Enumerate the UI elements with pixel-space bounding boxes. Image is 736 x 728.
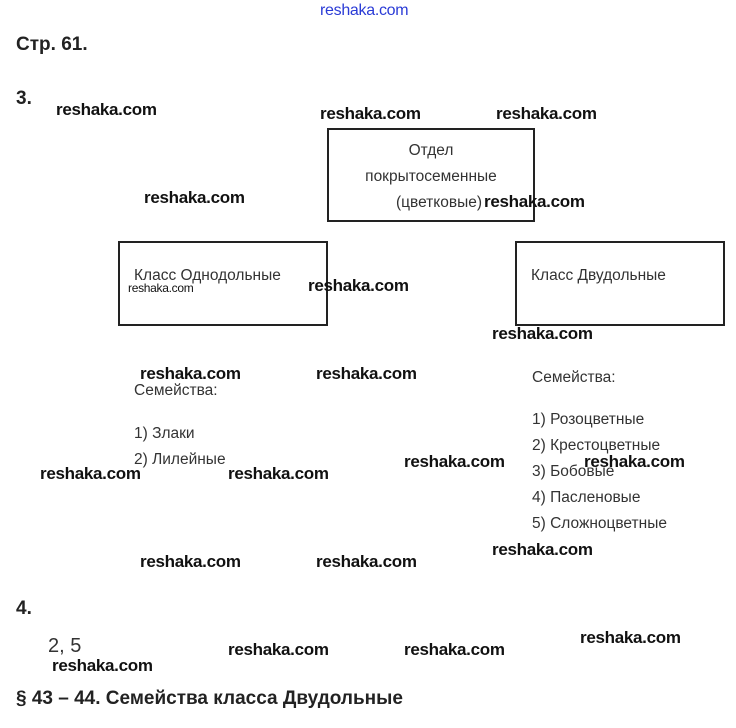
watermark: reshaka.com xyxy=(484,192,585,211)
watermark: reshaka.com xyxy=(308,276,409,295)
dicot-family: 2) Крестоцветные xyxy=(532,437,661,454)
watermark: reshaka.com xyxy=(128,281,194,295)
watermark: reshaka.com xyxy=(404,640,505,659)
watermark: reshaka.com xyxy=(404,452,505,471)
watermark: reshaka.com xyxy=(52,656,153,675)
watermark: reshaka.com xyxy=(140,364,241,383)
watermark: reshaka.com xyxy=(140,552,241,571)
header-watermark[interactable]: reshaka.com xyxy=(320,2,409,19)
watermark: reshaka.com xyxy=(40,464,141,483)
division-line-2: покрытосеменные xyxy=(365,168,497,185)
dicot-family: 1) Розоцветные xyxy=(532,411,645,428)
watermark: reshaka.com xyxy=(492,324,593,343)
monocot-class-box: Класс Однодольные xyxy=(118,241,328,326)
monocot-family: 1) Злаки xyxy=(134,425,195,442)
task-4-answer: 2, 5 xyxy=(48,635,82,657)
watermark: reshaka.com xyxy=(316,364,417,383)
watermark: reshaka.com xyxy=(228,464,329,483)
dicot-family: 3) Бобовые xyxy=(532,463,615,480)
dicot-class-box: Класс Двудольные xyxy=(515,241,725,326)
dicot-family: 5) Сложноцветные xyxy=(532,515,667,532)
watermark: reshaka.com xyxy=(316,552,417,571)
watermark: reshaka.com xyxy=(580,628,681,647)
watermark: reshaka.com xyxy=(492,540,593,559)
watermark: reshaka.com xyxy=(144,188,245,207)
watermark: reshaka.com xyxy=(320,104,421,123)
page-reference: Стр. 61. xyxy=(16,34,88,55)
dicot-family: 4) Пасленовые xyxy=(532,489,641,506)
dicot-families-title: Семейства: xyxy=(532,369,616,386)
monocot-families-list: 1) Злаки 2) Лилейные xyxy=(134,421,226,473)
division-line-3: (цветковые) xyxy=(395,194,483,211)
watermark: reshaka.com xyxy=(56,100,157,119)
division-line-1: Отдел xyxy=(408,142,454,159)
division-box: Отдел покрытосеменные (цветковые) xyxy=(327,128,535,222)
watermark: reshaka.com xyxy=(584,452,685,471)
dicot-class-label: Класс Двудольные xyxy=(531,267,666,284)
watermark: reshaka.com xyxy=(228,640,329,659)
watermark: reshaka.com xyxy=(496,104,597,123)
task-3-number: 3. xyxy=(16,88,32,109)
task-4-number: 4. xyxy=(16,598,32,619)
monocot-families-title: Семейства: xyxy=(134,382,218,399)
monocot-family: 2) Лилейные xyxy=(134,451,226,468)
section-heading: § 43 – 44. Семейства класса Двудольные xyxy=(16,688,403,709)
dicot-families-list: 1) Розоцветные 2) Крестоцветные 3) Бобов… xyxy=(532,407,667,537)
monocot-class-label: Класс Однодольные xyxy=(134,267,281,284)
